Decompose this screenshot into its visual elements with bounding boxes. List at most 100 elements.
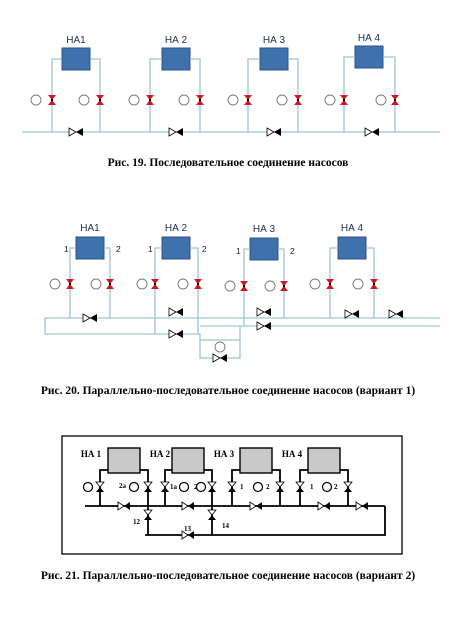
- pump-label: НА 2: [150, 449, 171, 459]
- pump-label: НА 4: [358, 33, 381, 44]
- gauge-icon: [78, 94, 90, 106]
- gauge-icon: [178, 481, 190, 493]
- pump-box: [75, 236, 105, 260]
- port-label: 2: [290, 246, 295, 256]
- valve-icon: [151, 279, 159, 289]
- valve-icon: [326, 279, 334, 289]
- pump-box: [249, 237, 279, 261]
- valve-icon: [143, 481, 153, 493]
- pump-unit-2: НА 2 1а 2а 13 14: [150, 447, 230, 540]
- bypass-valve-icon: [256, 307, 272, 317]
- bypass-valve-icon: [364, 127, 380, 137]
- valve-icon: [249, 501, 263, 511]
- valve-icon: [96, 95, 104, 105]
- pump-box: [171, 447, 205, 474]
- bypass-valve-icon: [168, 127, 184, 137]
- valve-icon: [294, 95, 302, 105]
- pump-label: НА1: [66, 35, 86, 46]
- pump-box: [354, 45, 384, 69]
- valve-icon: [196, 95, 204, 105]
- valve-label: 1а: [170, 483, 178, 491]
- pump-box: [259, 47, 289, 71]
- gauge-icon: [177, 278, 189, 290]
- valve-icon: [146, 95, 154, 105]
- valve-icon: [66, 279, 74, 289]
- figure-19-diagram: НА1 НА 2 НА 3: [22, 33, 440, 137]
- valve-icon: [355, 501, 369, 511]
- pump-label: НА 3: [253, 224, 276, 235]
- pump-box: [161, 47, 191, 71]
- valve-icon: [280, 281, 288, 291]
- pump-unit-2: НА 2: [128, 35, 204, 137]
- figure-21-diagram: НА 1 2а 12 НА 2 1а 2а 13 14: [61, 435, 403, 555]
- valve-icon: [295, 481, 305, 493]
- gauge-icon: [324, 94, 336, 106]
- valve-icon: [370, 279, 378, 289]
- valve-label: 14: [222, 522, 230, 530]
- pump-label: НА 1: [81, 449, 102, 459]
- return-pipe: [145, 506, 386, 536]
- valve-icon: [48, 95, 56, 105]
- bypass-valve-icon: [168, 329, 184, 339]
- figure-20-diagram: НА1 1 2 НА 2 1 2: [44, 223, 440, 363]
- gauge-icon: [128, 94, 140, 106]
- pump-unit-1: НА 1 2а 12: [81, 447, 153, 535]
- bypass-valve-icon: [344, 309, 360, 319]
- valve-icon: [194, 279, 202, 289]
- gauge-icon: [90, 278, 102, 290]
- pump-unit-3: НА 3 1 2: [214, 447, 285, 506]
- valve-icon: [343, 481, 353, 493]
- gauge-icon: [352, 278, 364, 290]
- valve-icon: [244, 95, 252, 105]
- valve-icon: [340, 95, 348, 105]
- bypass-valve-icon: [388, 309, 404, 319]
- port-label: 1: [64, 244, 69, 254]
- pump-box: [239, 447, 273, 474]
- pump-label: НА 3: [214, 449, 235, 459]
- valve-label: 2а: [119, 482, 127, 490]
- gauge-icon: [252, 481, 264, 493]
- valve-icon: [117, 501, 131, 511]
- figure-21-caption: Рис. 21. Параллельно-последовательное со…: [40, 570, 416, 582]
- pump-unit-3: НА 3: [227, 35, 380, 137]
- gauge-icon: [30, 94, 42, 106]
- pump-unit-2: НА 2 1 2: [136, 223, 207, 339]
- gauge-icon: [224, 280, 236, 292]
- gauge-icon: [214, 341, 226, 353]
- valve-label: 1: [310, 483, 314, 491]
- gauge-icon: [178, 94, 190, 106]
- valve-icon: [227, 481, 237, 493]
- port-label: 2: [116, 244, 121, 254]
- valve-icon: [106, 279, 114, 289]
- valve-icon: [317, 501, 331, 511]
- pump-box: [61, 47, 91, 71]
- pump-label: НА 2: [165, 35, 188, 46]
- pump-unit-4: НА 4 1 2: [282, 447, 353, 506]
- figure-19-caption: Рис. 19. Последовательное соединение нас…: [107, 157, 349, 169]
- bypass-valve-icon: [68, 127, 84, 137]
- gauge-icon: [264, 280, 276, 292]
- valve-icon: [207, 509, 217, 521]
- gauge-icon: [309, 278, 321, 290]
- valve-label: 12: [133, 518, 141, 526]
- pump-label: НА 4: [341, 223, 364, 234]
- port-label: 2: [202, 244, 207, 254]
- pump-unit-1: НА1 1 2: [49, 223, 121, 323]
- pump-box: [161, 236, 191, 260]
- gauge-icon: [321, 481, 333, 493]
- pump-box: [337, 236, 367, 260]
- pipe: [44, 318, 155, 335]
- valve-label: 13: [184, 525, 192, 533]
- valve-icon: [160, 481, 170, 493]
- pump-box: [107, 447, 141, 474]
- pump-label: НА1: [80, 223, 100, 234]
- bypass-valve-icon: [256, 321, 272, 331]
- valve-label: 2: [266, 483, 270, 491]
- port-label: 1: [236, 246, 241, 256]
- bypass-valve-icon: [82, 313, 98, 323]
- gauge-icon: [227, 94, 239, 106]
- pump-label: НА 2: [165, 223, 188, 234]
- frame-border: [61, 435, 403, 555]
- port-label: 1: [148, 244, 153, 254]
